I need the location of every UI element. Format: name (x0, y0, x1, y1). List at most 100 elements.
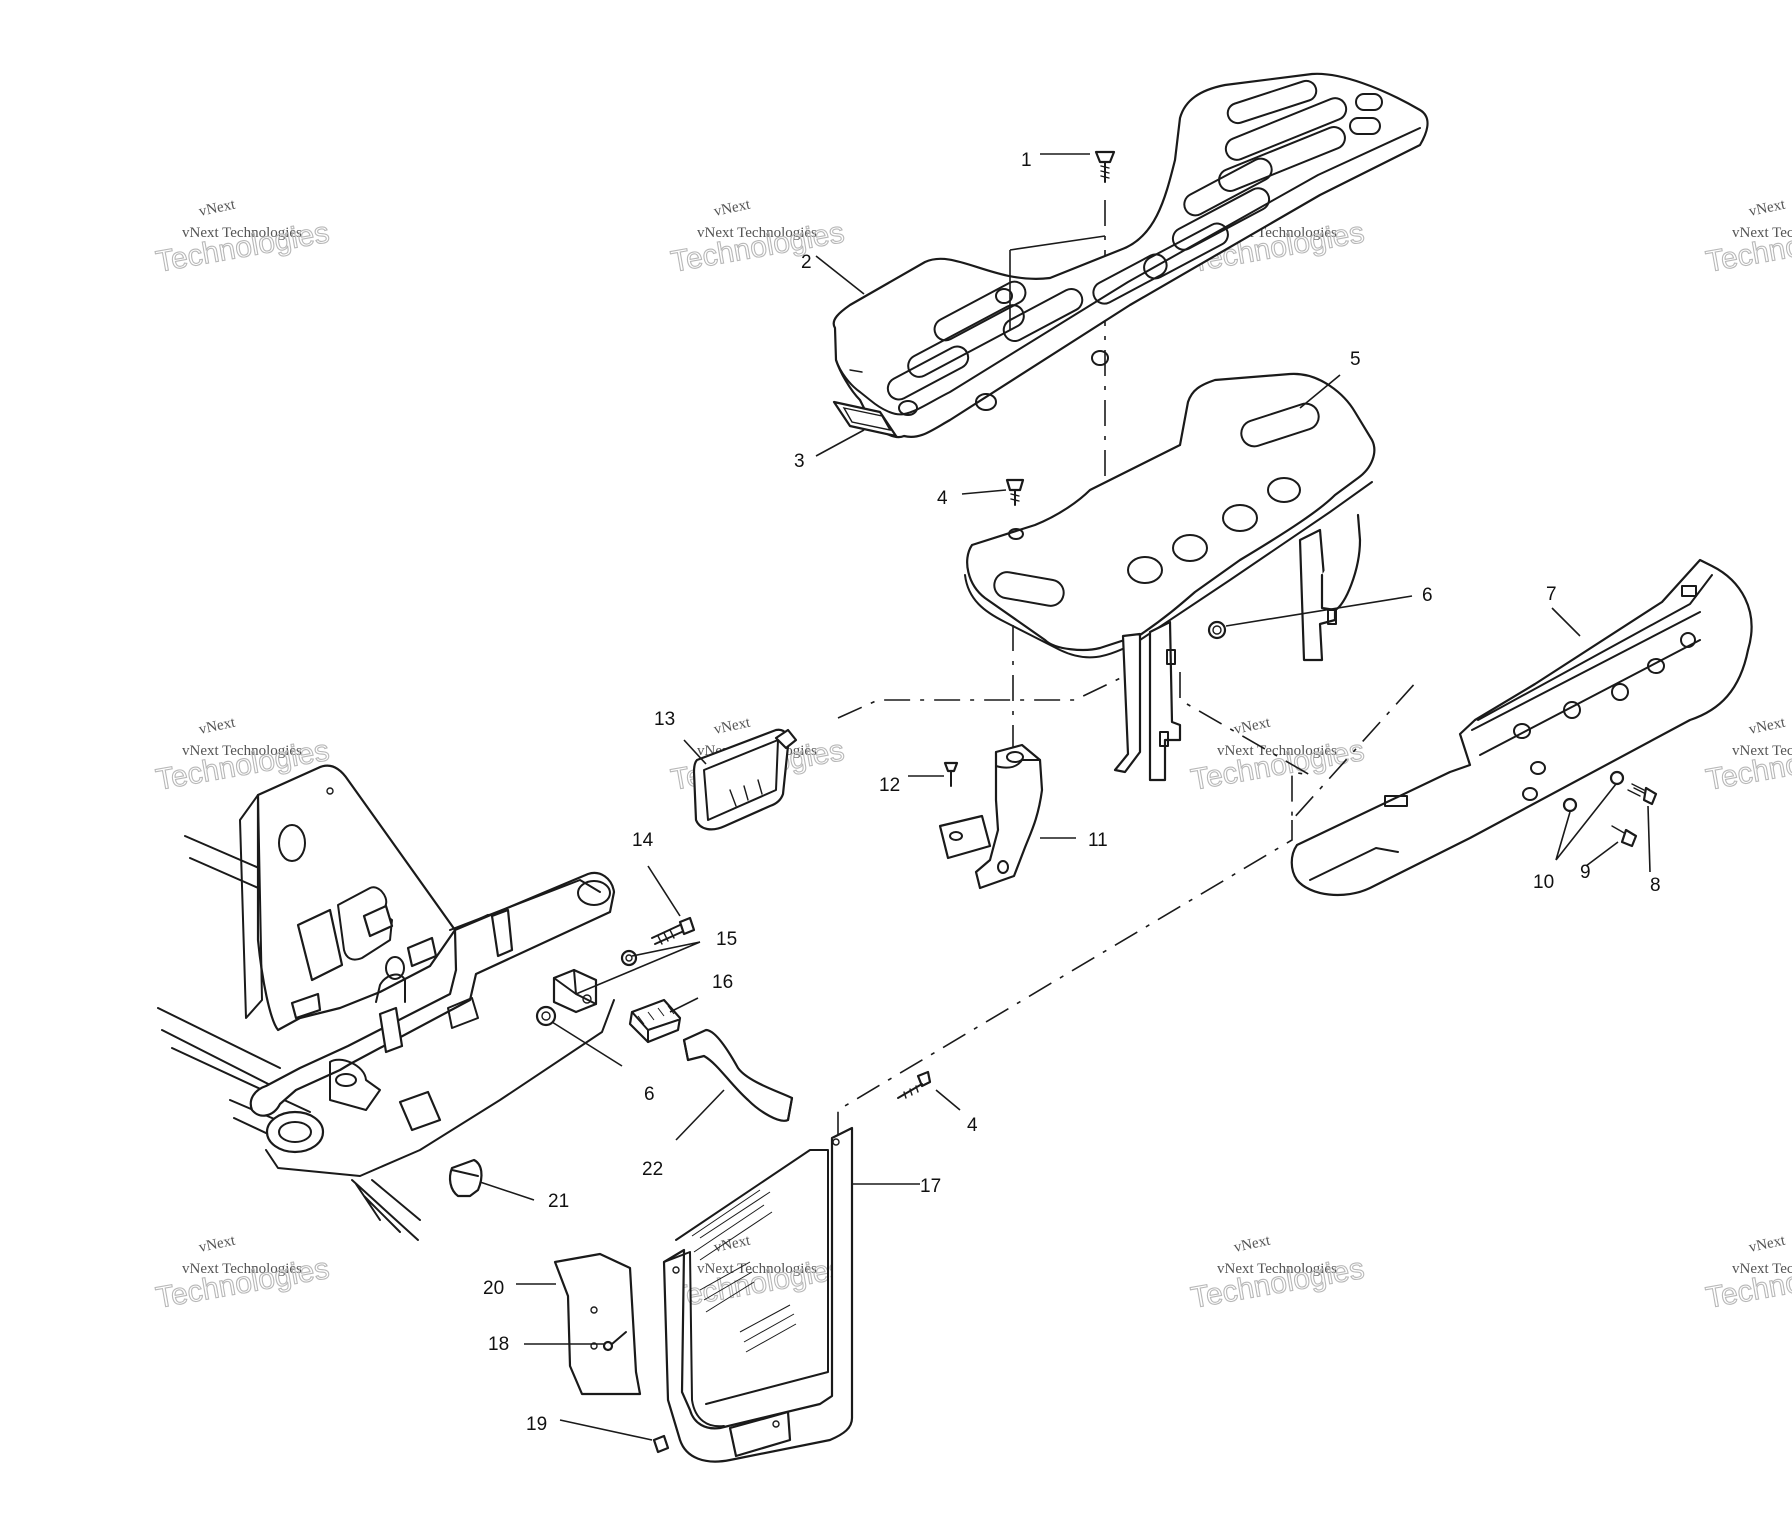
leader-14 (647, 865, 681, 917)
callout-6-upper: 6 (1422, 585, 1433, 606)
callout-15: 15 (716, 929, 737, 950)
callout-17: 17 (920, 1176, 941, 1197)
frame-rail-lower (157, 1007, 311, 1113)
rack-top-lip (835, 127, 1421, 416)
leader-5 (1299, 374, 1341, 409)
watermark-tag: vNext (1748, 196, 1788, 219)
callout-19: 19 (526, 1414, 547, 1435)
nut-6-upper (1207, 620, 1227, 640)
watermark: vNext vNext Technologies Technologies (1703, 196, 1792, 279)
centerline-17 (837, 820, 1293, 1138)
bracket-frame (662, 1126, 854, 1463)
watermark-small: vNext Technologies (1732, 225, 1792, 241)
watermark: vNext vNext Technologies Technologies (153, 196, 332, 279)
washer-10a (1609, 770, 1625, 786)
callout-2: 2 (801, 252, 812, 273)
callout-5: 5 (1350, 349, 1361, 370)
screw-18 (602, 1331, 627, 1352)
watermark-tag: vNext (198, 714, 238, 737)
mud-flap-bracket-17 (662, 1126, 854, 1463)
centerline-7 (1179, 672, 1419, 823)
leader-2-bracket (1009, 235, 1106, 330)
leader-15 (575, 941, 701, 995)
watermark: vNext vNext Technologies Technologies (1703, 714, 1792, 797)
watermark-tag: vNext (1748, 714, 1788, 737)
screw-4-lower (897, 1070, 932, 1099)
screw-12 (943, 761, 959, 787)
leader-3 (815, 429, 865, 457)
leader-22 (675, 1089, 725, 1141)
callout-4-lower: 4 (967, 1115, 978, 1136)
centerline-13 (837, 671, 1134, 719)
watermark-small: vNext Technologies (182, 743, 302, 759)
leader-9 (1585, 841, 1619, 867)
rack-base-plate (966, 372, 1376, 651)
watermark-small: vNext Technologies (1732, 743, 1792, 759)
callout-13: 13 (654, 709, 675, 730)
leader-21 (479, 1181, 535, 1201)
leader-8 (1647, 805, 1651, 873)
callout-11: 11 (1088, 830, 1108, 851)
bracket-11 (938, 743, 1044, 890)
callout-16: 16 (712, 972, 733, 993)
frame-crossmember (249, 871, 616, 1117)
watermark-small: vNext Technologies (1217, 1261, 1337, 1277)
leader-13 (683, 739, 707, 765)
frame-strut (351, 1179, 421, 1241)
callout-9: 9 (1580, 862, 1591, 883)
callout-3: 3 (794, 451, 805, 472)
bolt-9-head (1620, 828, 1638, 848)
nut-19 (652, 1434, 670, 1454)
watermark-small: vNext Technologies (1217, 743, 1337, 759)
rear-rack-top (832, 72, 1429, 439)
bolt-8-head (1642, 786, 1658, 806)
callouts: 1 2 3 4 4 5 6 6 7 8 9 10 11 12 13 14 15 … (483, 150, 1661, 1435)
watermark-tag: vNext (198, 1232, 238, 1255)
watermark: vNext vNext Technologies Technologies (1703, 1232, 1792, 1315)
bracket-tab (728, 1410, 792, 1458)
leader-6-lower (551, 1021, 623, 1067)
frame-gusset-plate (256, 764, 457, 1032)
leader-7 (1551, 607, 1581, 637)
receiver-block (552, 968, 598, 1014)
callout-20: 20 (483, 1278, 504, 1299)
leader-4-lower (935, 1089, 961, 1111)
watermark-tag: vNext (713, 196, 753, 219)
screw-1 (1094, 150, 1116, 183)
watermark-tag: vNext (1233, 714, 1273, 737)
frame (157, 764, 616, 1241)
rack-leg-mid (1148, 620, 1182, 782)
bumper-fasteners (1562, 770, 1658, 848)
callout-10: 10 (1533, 872, 1554, 893)
callout-18: 18 (488, 1334, 509, 1355)
callout-21: 21 (548, 1191, 569, 1212)
reflector (832, 400, 898, 438)
rack-top-notch (849, 369, 863, 373)
watermark-tag: vNext (713, 714, 753, 737)
leader-16 (669, 997, 699, 1013)
callout-22: 22 (642, 1159, 663, 1180)
hitch-insert-16 (628, 998, 682, 1044)
washer-10b (1562, 797, 1578, 813)
watermark: vNext vNext Technologies Technologies (153, 1232, 332, 1315)
watermark-tag: vNext (198, 196, 238, 219)
rear-bumper (1290, 558, 1753, 897)
watermark-small: vNext Technologies (697, 225, 817, 241)
callout-7: 7 (1546, 584, 1557, 605)
washer-15 (620, 949, 638, 967)
rear-rack-base (964, 372, 1376, 782)
rack-top-slots (886, 79, 1383, 416)
bumper-body (1290, 558, 1753, 897)
bracket-foot (938, 814, 992, 860)
bolt-14 (651, 916, 696, 945)
bracket-inner-edge (675, 1149, 829, 1405)
hitch-bar-22 (682, 1028, 794, 1122)
watermark-tag: vNext (1748, 1232, 1788, 1255)
callout-6-lower: 6 (644, 1084, 655, 1105)
callout-8: 8 (1650, 875, 1661, 896)
nut-6-lower (535, 1005, 557, 1027)
watermark: vNext vNext Technologies Technologies (668, 196, 847, 279)
watermark-tag: vNext (713, 1232, 753, 1255)
callout-4-upper: 4 (937, 488, 948, 509)
